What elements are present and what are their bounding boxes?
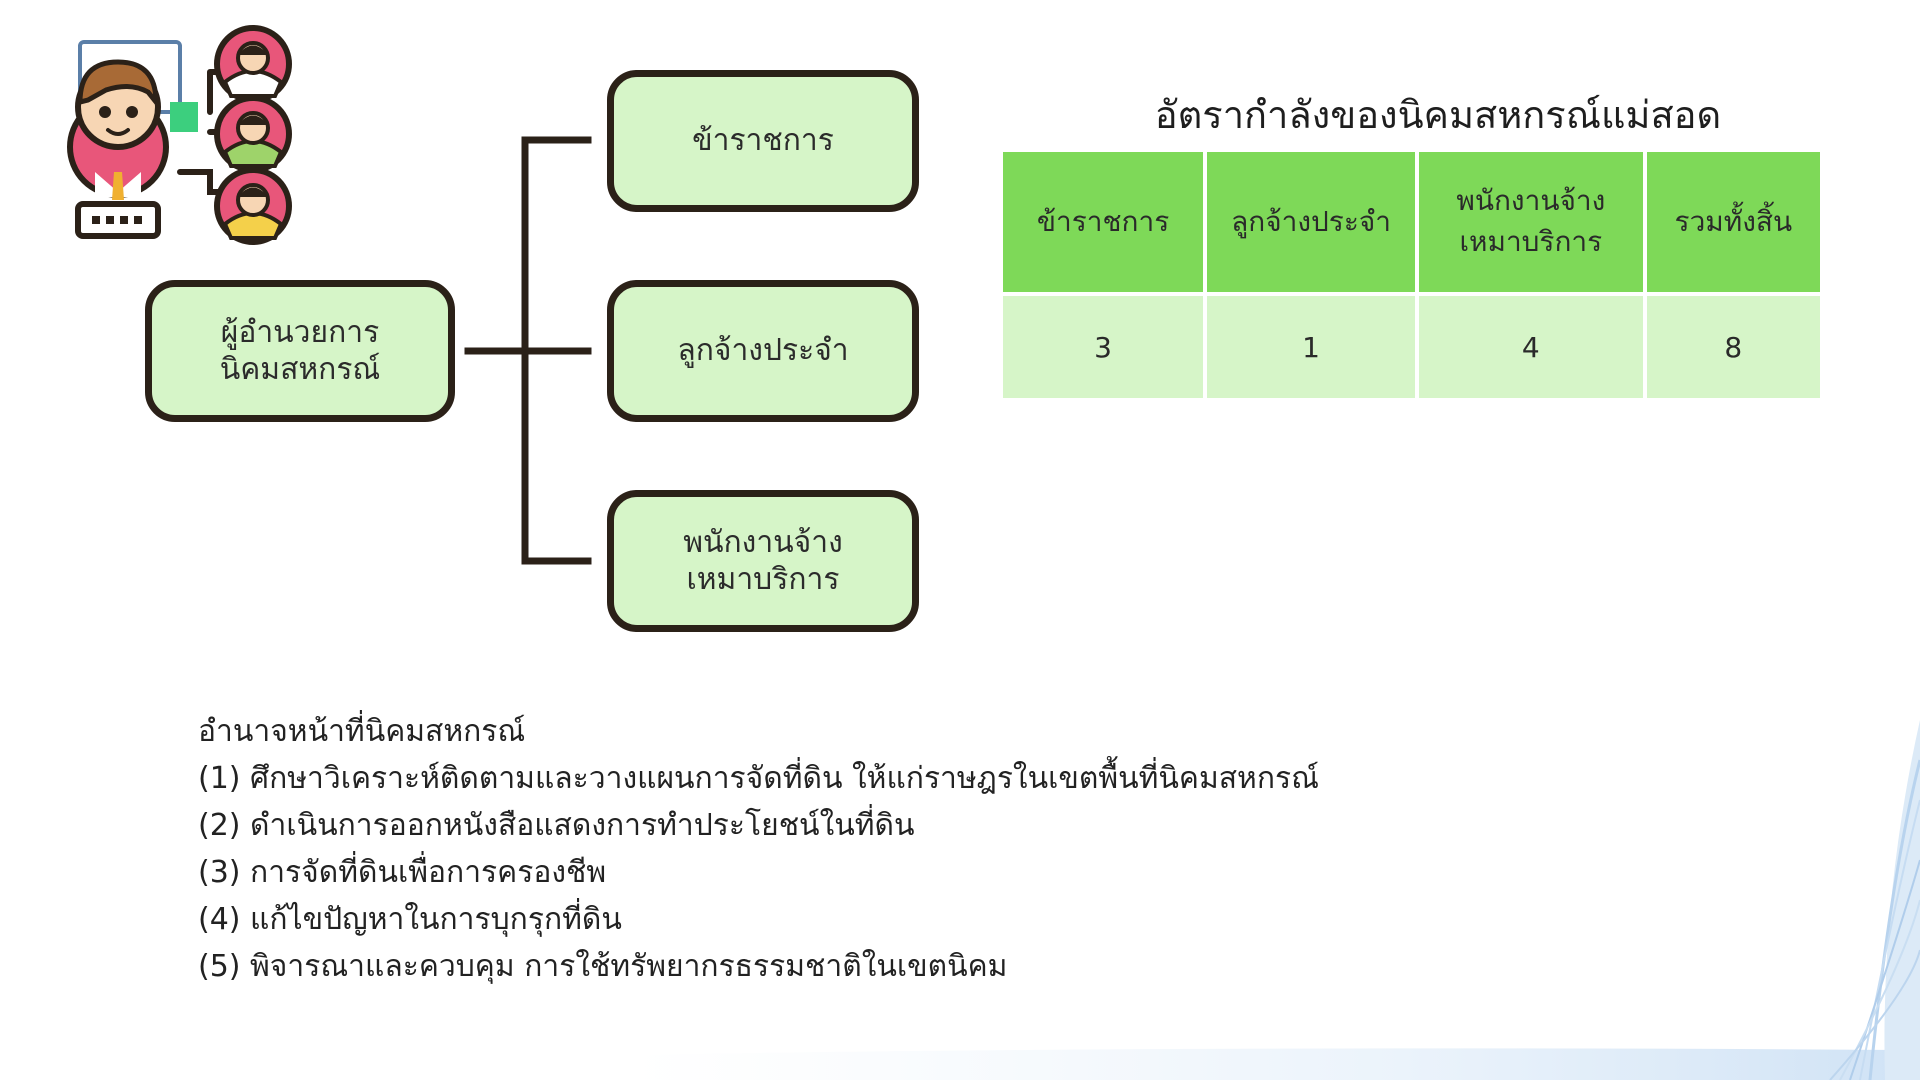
org-node-civil-servants: ข้าราชการ xyxy=(607,70,919,212)
org-node-director-line1: ผู้อำนวยการ xyxy=(220,314,380,350)
staff-count-civil-servants: 3 xyxy=(1003,296,1204,398)
org-node-contract-employees: พนักงานจ้าง เหมาบริการ xyxy=(607,490,919,632)
header-line: พนักงานจ้าง xyxy=(1456,184,1606,218)
staff-table-header-civil-servants: ข้าราชการ xyxy=(1003,152,1204,292)
list-item: (1) ศึกษาวิเคราะห์ติดตามและวางแผนการจัดท… xyxy=(198,761,1319,796)
staff-table-header-total: รวมทั้งสิ้น xyxy=(1646,152,1820,292)
staff-count-contract-employees: 4 xyxy=(1418,296,1643,398)
duties-section: อำนาจหน้าที่นิคมสหกรณ์ (1) ศึกษาวิเคราะห… xyxy=(198,708,1319,990)
org-node-permanent-employees: ลูกจ้างประจำ xyxy=(607,280,919,422)
header-line: เหมาบริการ xyxy=(1459,225,1603,258)
header-line: ข้าราชการ xyxy=(1036,204,1170,238)
list-item: (2) ดำเนินการออกหนังสือแสดงการทำประโยชน์… xyxy=(198,808,915,843)
staff-table-title: อัตรากำลังของนิคมสหกรณ์แม่สอด xyxy=(1154,93,1722,137)
org-node-contract-employees-line2: เหมาบริการ xyxy=(686,562,840,597)
staff-table-header-row: ข้าราชการ ลูกจ้างประจำ พนักงานจ้าง เหมาบ… xyxy=(1003,152,1820,292)
duties-heading: อำนาจหน้าที่นิคมสหกรณ์ xyxy=(198,714,526,749)
org-node-director-line2: นิคมสหกรณ์ xyxy=(219,352,381,387)
table-row: 3 1 4 8 xyxy=(1003,296,1820,398)
staff-rate-table: ข้าราชการ ลูกจ้างประจำ พนักงานจ้าง เหมาบ… xyxy=(999,148,1824,402)
org-node-civil-servants-label: ข้าราชการ xyxy=(692,123,834,159)
staff-count-permanent-employees: 1 xyxy=(1207,296,1415,398)
staff-count-total: 8 xyxy=(1646,296,1820,398)
list-item: (5) พิจารณาและควบคุม การใช้ทรัพยากรธรรมช… xyxy=(198,949,1008,984)
list-item: (3) การจัดที่ดินเพื่อการครองชีพ xyxy=(198,855,607,890)
staff-table-header-permanent-employees: ลูกจ้างประจำ xyxy=(1207,152,1415,292)
manager-with-team-icon xyxy=(67,25,292,245)
org-node-contract-employees-line1: พนักงานจ้าง xyxy=(683,524,843,560)
org-node-permanent-employees-label: ลูกจ้างประจำ xyxy=(677,333,849,369)
header-line: รวมทั้งสิ้น xyxy=(1674,204,1793,238)
org-node-director: ผู้อำนวยการ นิคมสหกรณ์ xyxy=(145,280,455,422)
staff-table-header-contract-employees: พนักงานจ้าง เหมาบริการ xyxy=(1418,152,1643,292)
list-item: (4) แก้ไขปัญหาในการบุกรุกที่ดิน xyxy=(198,902,622,937)
header-line: ลูกจ้างประจำ xyxy=(1231,204,1392,238)
